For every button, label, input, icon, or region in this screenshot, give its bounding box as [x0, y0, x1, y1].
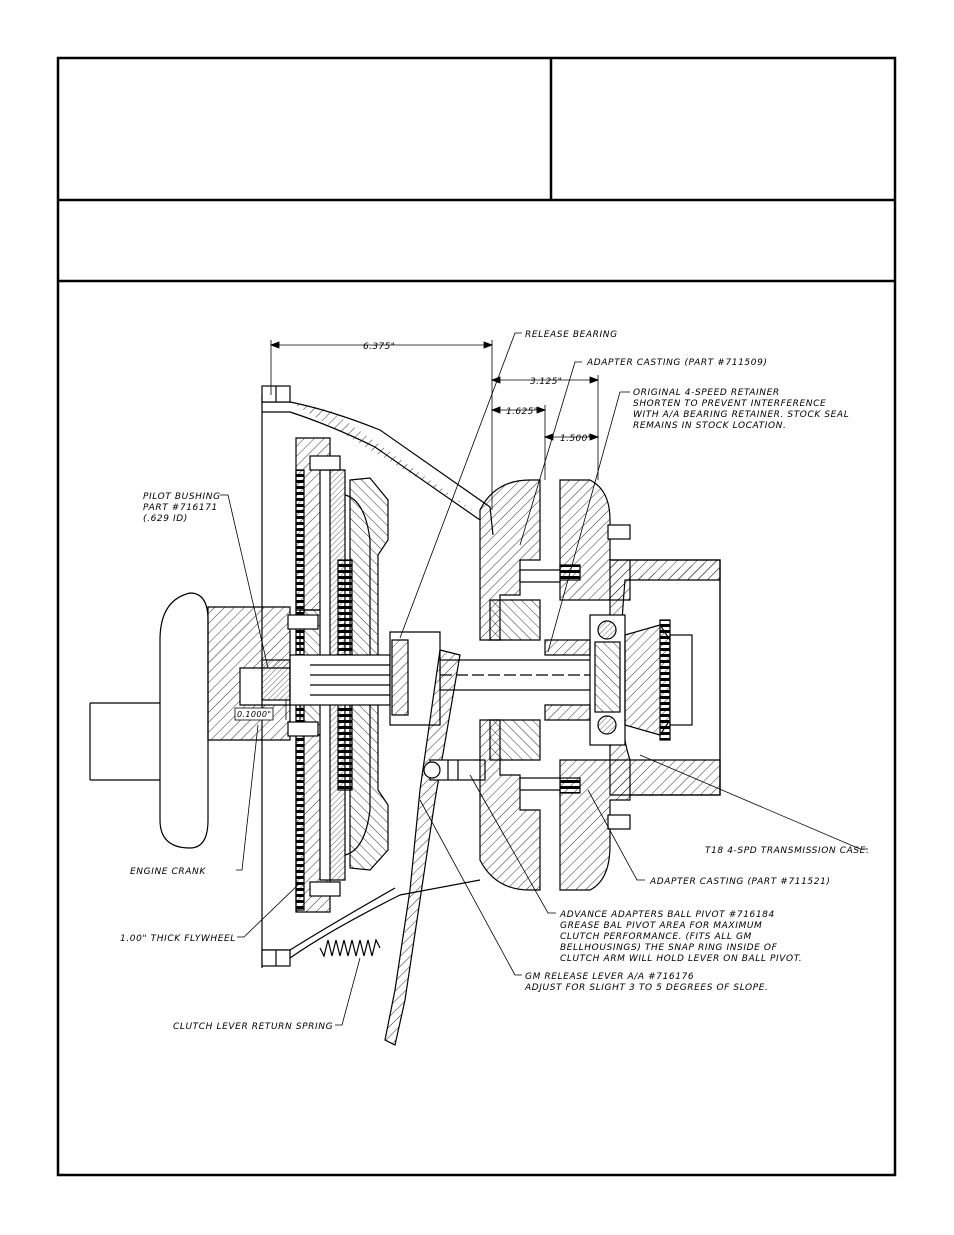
label-ball-pivot-1: ADVANCE ADAPTERS BALL PIVOT #716184	[559, 910, 775, 920]
label-adapter-casting-top: ADAPTER CASTING (PART #711509)	[586, 358, 768, 368]
label-retainer-4: REMAINS IN STOCK LOCATION.	[633, 421, 786, 431]
flywheel-bolt-bottom	[309, 881, 341, 897]
label-flywheel: 1.00" THICK FLYWHEEL	[120, 934, 236, 944]
label-ball-pivot-2: GREASE BAL PIVOT AREA FOR MAXIMUM	[560, 921, 762, 931]
bellhousing-bolt-top	[261, 385, 291, 403]
label-retainer-3: WITH A/A BEARING RETAINER. STOCK SEAL	[633, 410, 849, 420]
label-ball-pivot-4: BELLHOUSINGS) THE SNAP RING INSIDE OF	[560, 943, 778, 953]
callout-labels: RELEASE BEARING ADAPTER CASTING (PART #7…	[120, 330, 869, 1032]
label-transmission-case: T18 4-SPD TRANSMISSION CASE.	[705, 846, 869, 856]
ball-pivot	[423, 759, 486, 781]
dimension-lines	[234, 340, 600, 721]
label-retainer-2: SHORTEN TO PREVENT INTERFERENCE	[633, 399, 826, 409]
return-spring	[319, 938, 381, 958]
label-adapter-casting-bottom: ADAPTER CASTING (PART #711521)	[649, 877, 831, 887]
label-return-spring: CLUTCH LEVER RETURN SPRING	[173, 1022, 333, 1032]
label-retainer-1: ORIGINAL 4-SPEED RETAINER	[633, 388, 780, 398]
bellhousing	[261, 395, 494, 968]
title-block	[56, 56, 897, 1177]
label-release-bearing: RELEASE BEARING	[525, 330, 618, 340]
dim-gap: 0.1000"	[237, 710, 271, 719]
bearing-retainer	[544, 639, 591, 721]
crank-bolt-lower	[287, 721, 319, 737]
dim-1500: 1.500"	[560, 434, 592, 444]
dim-6375: 6.375"	[363, 342, 395, 352]
input-gear	[624, 619, 693, 741]
dim-1625: 1.625"	[506, 407, 538, 417]
leader-lines	[220, 332, 868, 1026]
dimension-labels: 6.375" 3.125" 1.625" 1.500" 0.1000"	[237, 342, 592, 719]
crank-bolt-upper	[287, 614, 319, 630]
flywheel-bolt-top	[309, 455, 341, 471]
sheet-border	[56, 56, 897, 1177]
label-release-lever-2: ADJUST FOR SLIGHT 3 TO 5 DEGREES OF SLOP…	[524, 983, 769, 993]
assembly-drawing	[89, 385, 721, 1046]
label-pilot-bushing-2: PART #716171	[143, 503, 218, 513]
label-ball-pivot-3: CLUTCH PERFORMANCE. (FITS ALL GM	[560, 932, 752, 942]
label-pilot-bushing-3: (.629 ID)	[143, 514, 188, 524]
engine-crank	[89, 592, 291, 849]
input-bearing	[589, 614, 626, 746]
label-pilot-bushing-1: PILOT BUSHING	[143, 492, 221, 502]
release-lever	[384, 649, 461, 1046]
release-bearing	[389, 631, 441, 726]
adapter-casting-711509	[479, 479, 541, 891]
dim-3125: 3.125"	[530, 377, 562, 387]
bellhousing-bolt-bottom	[261, 949, 291, 967]
label-ball-pivot-5: CLUTCH ARM WILL HOLD LEVER ON BALL PIVOT…	[560, 954, 802, 964]
label-release-lever-1: GM RELEASE LEVER A/A #716176	[525, 972, 694, 982]
label-engine-crank: ENGINE CRANK	[130, 867, 206, 877]
